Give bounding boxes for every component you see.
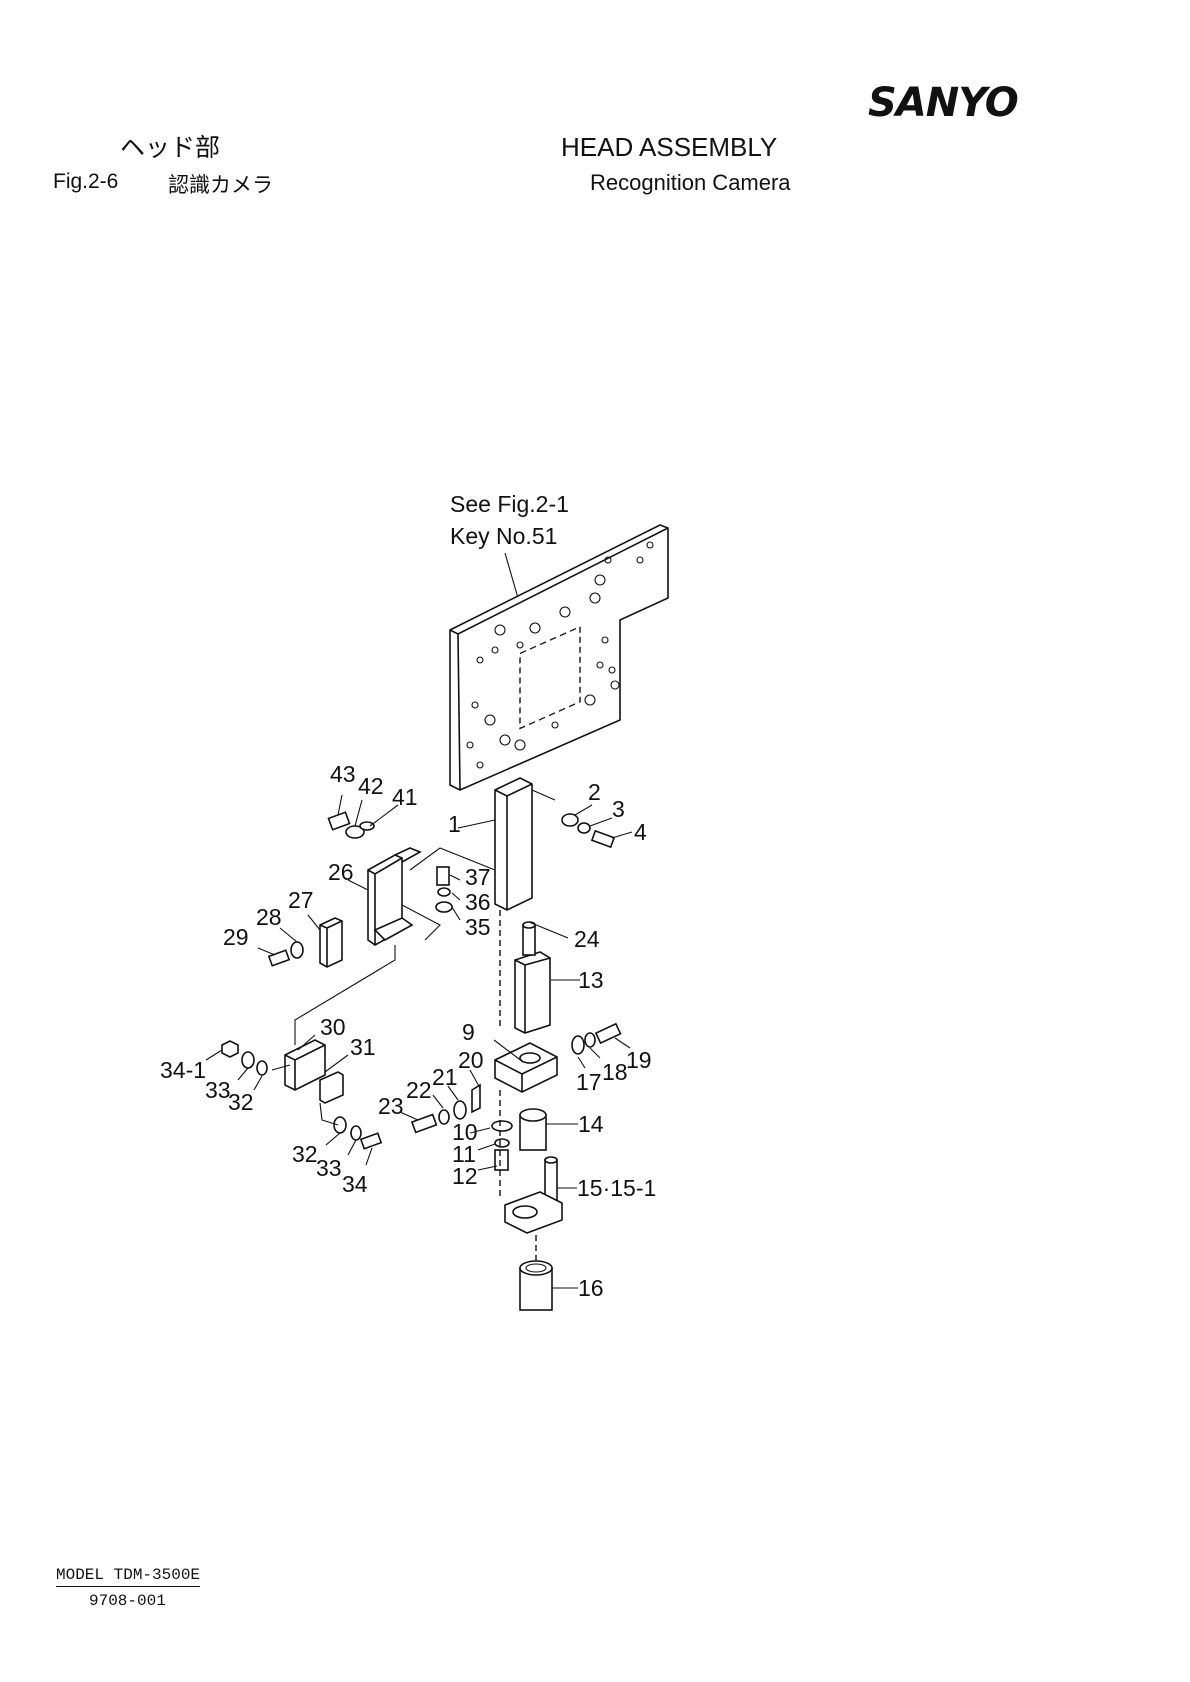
callout-labels: 1 2 3 4 9 10 11 12 13 14 15·15-1 16 17 1… [160,761,656,1301]
model-number: MODEL TDM-3500E [56,1566,200,1587]
callout-14: 14 [578,1111,604,1137]
callout-28: 28 [256,904,282,930]
callout-15: 15·15-1 [577,1175,656,1201]
callout-17: 17 [576,1069,602,1095]
camera [515,922,550,1033]
sensor [320,918,342,967]
callout-33-a: 33 [205,1077,231,1103]
callout-30: 30 [320,1014,346,1040]
callout-4: 4 [634,819,647,845]
camera-holder [495,1043,557,1092]
callout-32-b: 32 [292,1141,318,1167]
document-number: 9708-001 [89,1592,166,1610]
callout-41: 41 [392,784,418,810]
callout-29: 29 [223,924,249,950]
callout-3: 3 [612,796,625,822]
callout-13: 13 [578,967,604,993]
callout-12: 12 [452,1163,478,1189]
washers-and-bolts-right [572,1024,621,1054]
callout-36: 36 [465,889,491,915]
callout-32-a: 32 [228,1089,254,1115]
callout-31: 31 [350,1034,376,1060]
callout-2: 2 [588,779,601,805]
callout-35: 35 [465,914,491,940]
camera-bracket [495,778,555,910]
callout-23: 23 [378,1093,404,1119]
sensor-mount [285,1040,343,1103]
callout-34: 34 [342,1171,368,1197]
callout-26: 26 [328,859,354,885]
callout-43: 43 [330,761,356,787]
sensor-bracket [368,848,420,945]
callout-19: 19 [626,1047,652,1073]
callout-22: 22 [406,1077,432,1103]
reference-leader [505,553,518,598]
callout-18: 18 [602,1059,628,1085]
callout-24: 24 [574,926,600,952]
callout-27: 27 [288,887,314,913]
callout-1: 1 [448,811,461,837]
callout-34-1: 34-1 [160,1057,206,1083]
reference-note-line2: Key No.51 [450,523,557,549]
callout-42: 42 [358,773,384,799]
reference-note-line1: See Fig.2-1 [450,491,569,517]
callout-21: 21 [432,1064,458,1090]
leader-lines [206,795,632,1288]
head-plate [450,525,668,790]
callout-33-b: 33 [316,1155,342,1181]
callout-37: 37 [465,864,491,890]
lower-assembly [412,1085,562,1310]
callout-9: 9 [462,1019,475,1045]
callout-20: 20 [458,1047,484,1073]
callout-16: 16 [578,1275,604,1301]
